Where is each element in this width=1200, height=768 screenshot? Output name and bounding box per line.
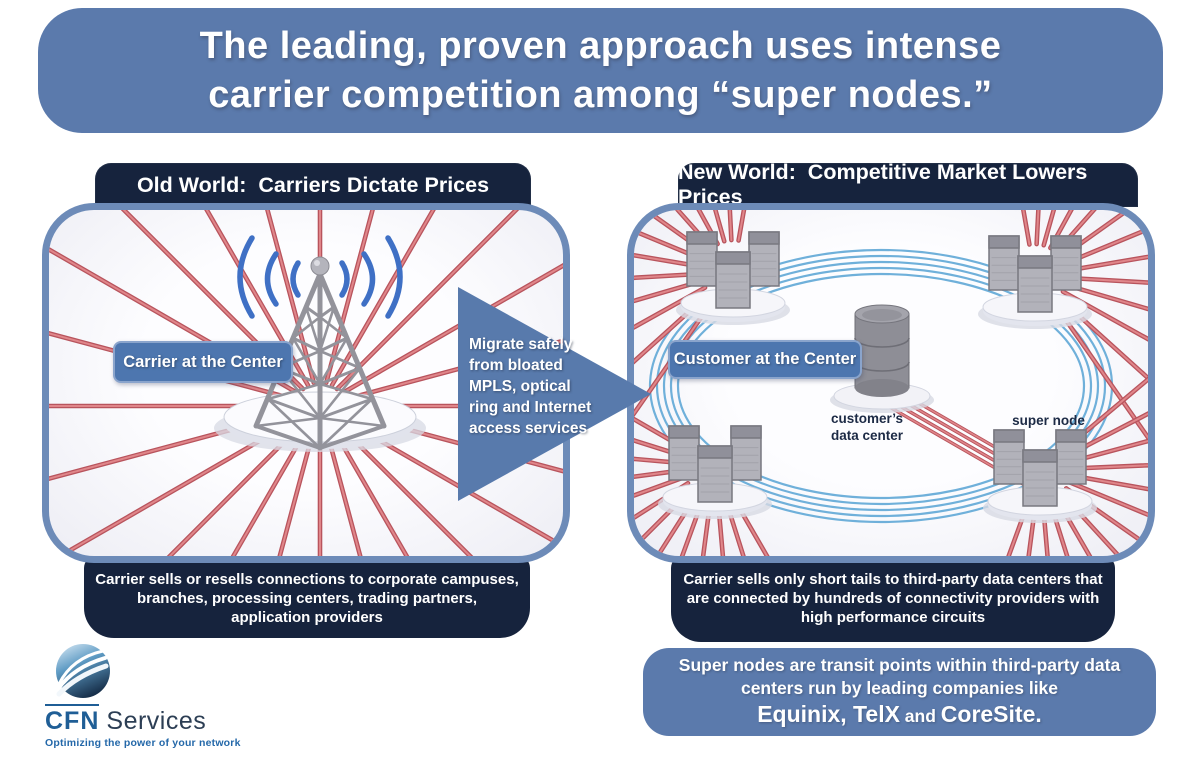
- title-text: The leading, proven approach uses intens…: [199, 24, 1002, 116]
- old-world-caption: Carrier sells or resells connections to …: [84, 556, 530, 638]
- customer-data-center-label: customer’s data center: [830, 411, 904, 443]
- super-nodes-infobox: Super nodes are transit points within th…: [643, 648, 1156, 736]
- migrate-arrow-text: Migrate safely from bloated MPLS, optica…: [469, 336, 592, 437]
- migrate-arrow-icon: [458, 287, 651, 501]
- company-equinix-telx: Equinix, TelX: [757, 701, 900, 727]
- old-world-header-text: Old World: Carriers Dictate Prices: [136, 172, 490, 197]
- super-nodes-line2: centers run by leading companies like: [740, 678, 1059, 698]
- logo-cfn-text: CFN: [45, 704, 100, 735]
- customer-at-center-label: Customer at the Center: [668, 340, 862, 379]
- new-world-header-text: New World: Competitive Market Lowers Pri…: [678, 160, 1094, 209]
- company-coresite: CoreSite.: [940, 701, 1042, 727]
- super-node-network-illustration: [634, 210, 1148, 556]
- new-world-header: New World: Competitive Market Lowers Pri…: [678, 160, 1138, 209]
- logo-services-text: Services: [106, 707, 207, 735]
- old-world-header: Old World: Carriers Dictate Prices: [95, 163, 531, 207]
- new-world-caption: Carrier sells only short tails to third-…: [671, 556, 1115, 642]
- new-world-panel: Customer at the Center customer’s data c…: [627, 203, 1155, 563]
- super-nodes-line1: Super nodes are transit points within th…: [678, 655, 1121, 675]
- carrier-at-center-label: Carrier at the Center: [113, 341, 293, 383]
- logo-tagline: Optimizing the power of your network: [45, 737, 241, 749]
- companies-connector: and: [899, 706, 941, 726]
- super-node-label: super node: [1012, 413, 1085, 428]
- title-banner: The leading, proven approach uses intens…: [38, 8, 1163, 133]
- super-nodes-companies: Equinix, TelX and CoreSite.: [757, 701, 1042, 730]
- cfn-globe-icon: [56, 644, 110, 698]
